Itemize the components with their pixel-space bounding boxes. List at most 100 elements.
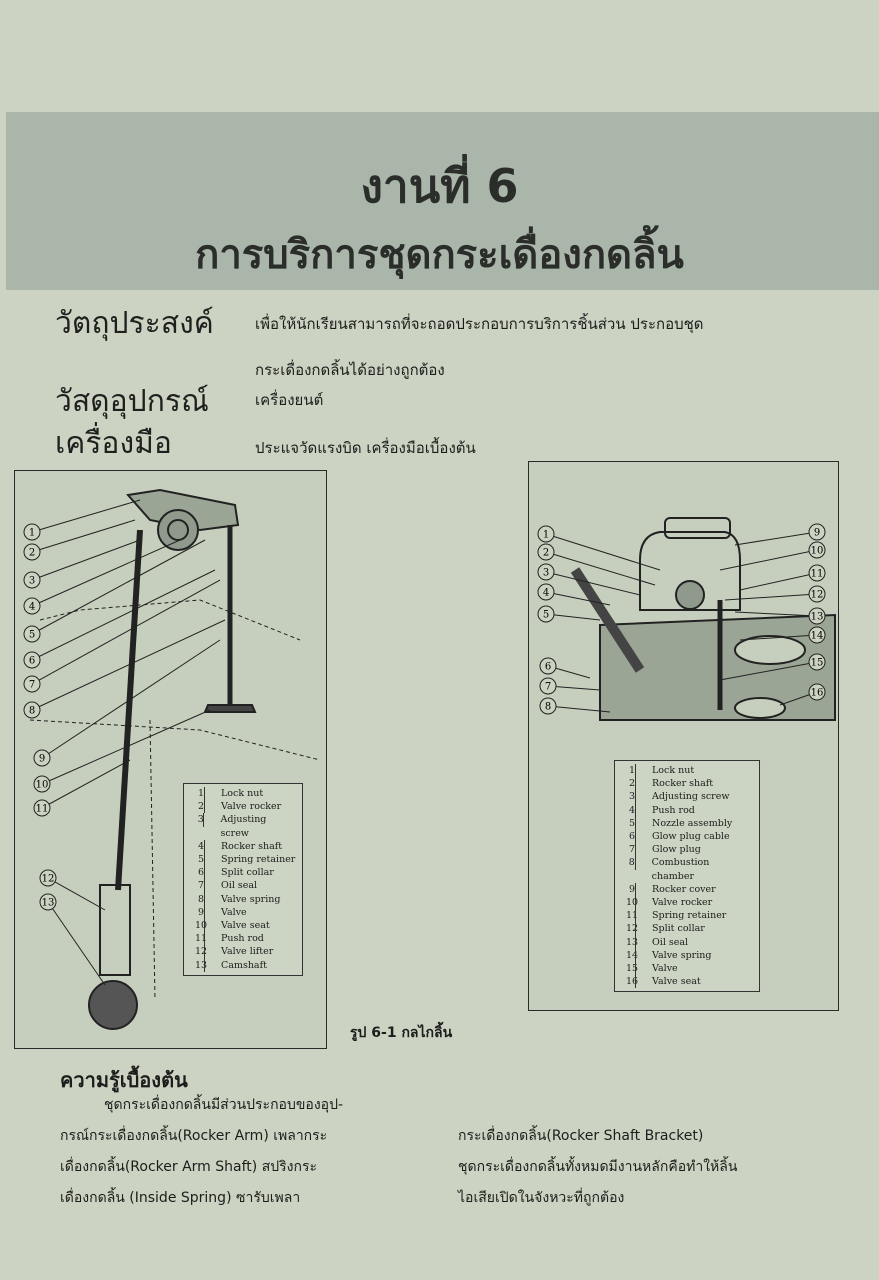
callout-circle bbox=[537, 525, 555, 543]
legend-divider bbox=[635, 975, 636, 989]
legend-label: Combustion chamber bbox=[651, 857, 710, 882]
legend-divider bbox=[635, 896, 636, 910]
callout-circle bbox=[537, 543, 555, 561]
legend-number: 4 bbox=[197, 840, 205, 852]
callout-circle bbox=[808, 564, 826, 582]
legend-number: 8 bbox=[197, 893, 205, 905]
callout-number: 13 bbox=[42, 898, 55, 909]
legend-divider bbox=[635, 935, 636, 949]
legend-divider bbox=[203, 813, 205, 827]
callout-number: 8 bbox=[29, 706, 35, 717]
callout-circle bbox=[808, 541, 826, 559]
callout-circle bbox=[537, 563, 555, 581]
legend-divider bbox=[204, 892, 205, 906]
legend-label: Valve bbox=[652, 963, 678, 975]
callout-circle bbox=[39, 893, 57, 911]
callout-number: 3 bbox=[543, 568, 549, 579]
callout-number: 10 bbox=[36, 780, 49, 791]
legend-divider bbox=[635, 922, 636, 936]
legend-divider bbox=[635, 803, 636, 817]
callout-circle bbox=[39, 869, 57, 887]
callout-circle bbox=[23, 651, 41, 669]
legend-label: Oil seal bbox=[221, 880, 258, 892]
leader-line bbox=[47, 901, 106, 986]
legend-label: Split collar bbox=[221, 867, 274, 879]
callout-circle bbox=[808, 626, 826, 644]
legend-label: Push rod bbox=[221, 933, 264, 945]
callout-circle bbox=[23, 571, 41, 589]
leader-line bbox=[719, 661, 818, 681]
legend-label: Nozzle assembly bbox=[652, 817, 733, 829]
callout-circle bbox=[23, 523, 41, 541]
legend-number: 10 bbox=[194, 920, 208, 932]
basics-right-column: กระเดื่องกดลิ้น(Rocker Shaft Bracket) ชุ… bbox=[458, 1121, 737, 1214]
callout-number: 4 bbox=[543, 588, 549, 599]
legend-divider bbox=[635, 948, 636, 963]
leader-line bbox=[31, 539, 141, 581]
callout-number: 12 bbox=[811, 590, 824, 601]
legend-divider bbox=[635, 843, 636, 857]
legend-number: 15 bbox=[625, 963, 639, 975]
legend-divider bbox=[204, 958, 205, 972]
callout-number: 15 bbox=[811, 658, 824, 669]
leader-line bbox=[547, 685, 601, 691]
legend-label: Valve rocker bbox=[221, 801, 282, 813]
legend-label: Rocker shaft bbox=[652, 778, 714, 790]
callout-number: 16 bbox=[811, 688, 824, 699]
basics-right-line: ไอเสียเปิดในจังหวะที่ถูกต้อง bbox=[458, 1190, 625, 1206]
legend-divider bbox=[204, 905, 205, 920]
objective-text-2: กระเดื่องกดลิ้นได้อย่างถูกต้อง bbox=[255, 361, 445, 379]
legend-divider bbox=[634, 856, 636, 870]
callout-circle bbox=[23, 701, 41, 719]
legend-number: 1 bbox=[197, 788, 205, 799]
leader-line bbox=[31, 499, 141, 533]
legend-label: Spring retainer bbox=[652, 910, 727, 922]
basics-left-line: เดื่องกดลิ้น (Inside Spring) ซารับเพลา bbox=[60, 1190, 301, 1206]
legend-label: Adjusting screw bbox=[220, 814, 267, 839]
legend-label: Rocker shaft bbox=[221, 840, 283, 852]
materials-text: เครื่องยนต์ bbox=[255, 391, 324, 409]
legend-divider bbox=[204, 919, 205, 933]
legend-number: 2 bbox=[628, 778, 636, 790]
callout-circle bbox=[23, 625, 41, 643]
legend-number: 16 bbox=[625, 976, 639, 988]
legend-label: Split collar bbox=[652, 923, 705, 935]
legend-label: Adjusting screw bbox=[652, 791, 730, 803]
legend-number: 10 bbox=[625, 897, 639, 909]
leader-line bbox=[739, 572, 818, 591]
legend-divider bbox=[635, 830, 636, 844]
leader-line bbox=[545, 591, 611, 606]
legend-label: Rocker cover bbox=[652, 883, 716, 895]
page-title: งานที่ 6 bbox=[360, 159, 519, 213]
callout-number: 8 bbox=[545, 702, 551, 713]
legend-left-row: 4 Rocker shaft bbox=[190, 839, 296, 853]
legend-divider bbox=[635, 909, 636, 923]
callout-circle bbox=[539, 677, 557, 695]
callout-circle bbox=[23, 675, 41, 693]
basics-right-line: กระเดื่องกดลิ้น(Rocker Shaft Bracket) bbox=[458, 1128, 704, 1144]
legend-number: 3 bbox=[197, 814, 204, 826]
leader-line bbox=[31, 619, 226, 711]
legend-divider bbox=[204, 800, 205, 814]
legend-number: 7 bbox=[197, 880, 205, 892]
leader-line bbox=[734, 531, 818, 546]
callout-circle bbox=[808, 683, 826, 701]
legend-label: Valve rocker bbox=[652, 897, 713, 909]
leader-line bbox=[547, 705, 611, 713]
callout-number: 9 bbox=[39, 754, 45, 765]
leader-line bbox=[31, 569, 216, 661]
leader-line bbox=[41, 709, 211, 785]
